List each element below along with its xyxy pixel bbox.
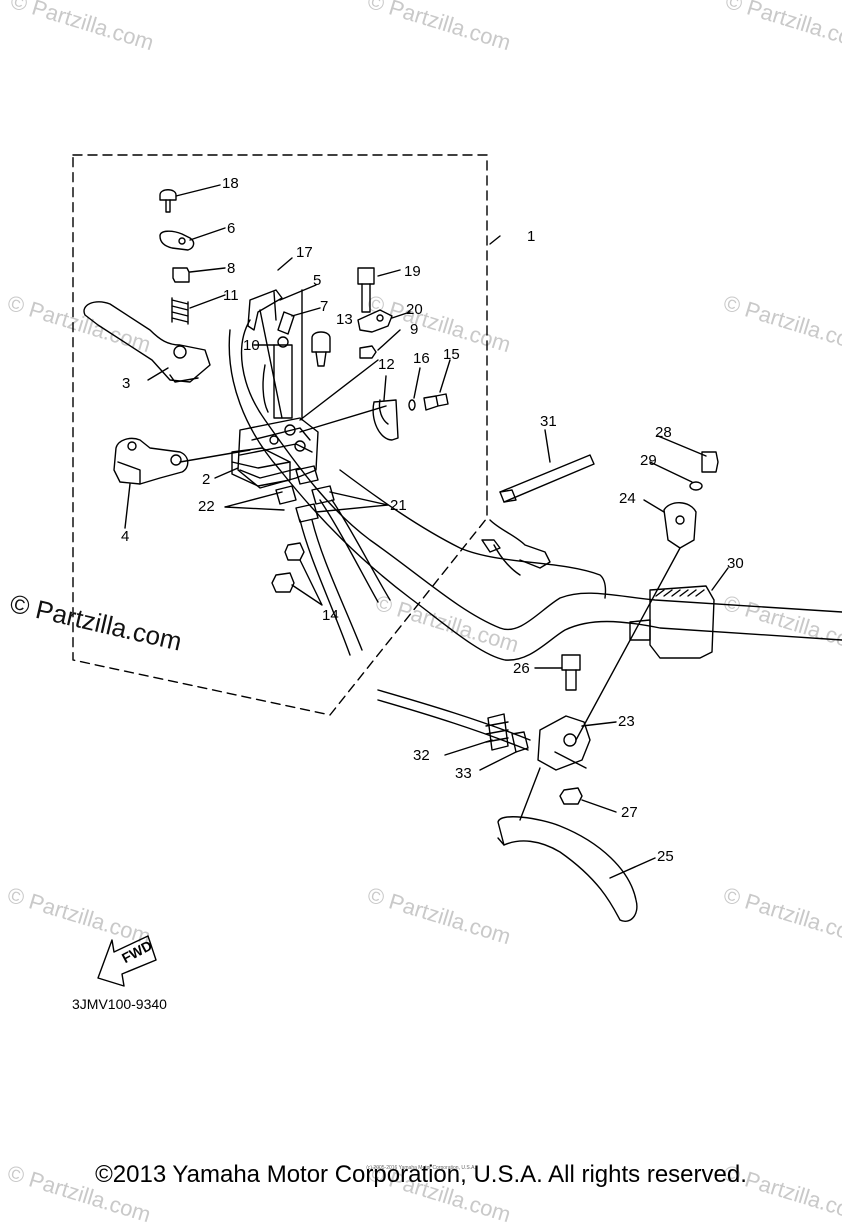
fine-print: (c) 2005-2016 Yamaha Motor Corporation, …	[366, 1165, 476, 1171]
callout-25: 25	[657, 848, 674, 865]
callout-16: 16	[413, 350, 430, 367]
callout-13: 13	[336, 311, 353, 328]
fwd-arrow	[97, 935, 157, 987]
callout-3: 3	[122, 375, 131, 392]
pin-10	[273, 344, 293, 419]
callout-14: 14	[322, 607, 339, 624]
callout-21: 21	[390, 497, 407, 514]
callout-12: 12	[378, 356, 395, 373]
callout-17: 17	[296, 244, 313, 261]
callout-5: 5	[313, 272, 322, 289]
copyright-footer: ©2013 Yamaha Motor Corporation, U.S.A. A…	[95, 1161, 747, 1188]
throttle-cable	[299, 519, 351, 656]
adjuster	[275, 485, 297, 505]
assembly-boundary	[72, 154, 488, 716]
handlebar	[240, 319, 842, 631]
callout-8: 8	[227, 260, 236, 277]
clip-5	[247, 289, 283, 331]
cable-band	[499, 454, 595, 503]
callout-27: 27	[621, 804, 638, 821]
callout-6: 6	[227, 220, 236, 237]
bolt-19	[357, 267, 375, 285]
diagram-code: 3JMV100-9340	[72, 996, 167, 1012]
nut-27	[559, 787, 583, 805]
holder-24	[663, 502, 697, 549]
callout-20: 20	[406, 301, 423, 318]
callout-15: 15	[443, 346, 460, 363]
screw-18	[159, 189, 177, 201]
pin-8	[172, 267, 190, 283]
pin-7	[277, 311, 295, 335]
callout-24: 24	[619, 490, 636, 507]
clutch-lever	[497, 816, 638, 922]
callout-28: 28	[655, 424, 672, 441]
callout-31: 31	[540, 413, 557, 430]
callout-2: 2	[202, 471, 211, 488]
nut-9	[359, 345, 377, 359]
washer-29	[689, 481, 703, 491]
callout-9: 9	[410, 321, 419, 338]
bolt-13	[311, 331, 331, 353]
master-cylinder-body	[237, 417, 319, 489]
adjuster-32	[487, 713, 509, 751]
spring	[171, 299, 189, 323]
lever-3	[83, 301, 211, 383]
callout-7: 7	[320, 298, 329, 315]
bracket-4	[113, 437, 189, 485]
callout-11: 11	[223, 287, 239, 304]
callout-32: 32	[413, 747, 430, 764]
washer-16	[408, 399, 416, 411]
callout-18: 18	[222, 175, 239, 192]
clamp-20	[357, 309, 393, 333]
bolt-26	[561, 654, 581, 671]
nut-14	[284, 542, 305, 561]
callout-1: 1	[527, 228, 536, 245]
callout-23: 23	[618, 713, 635, 730]
holder	[231, 447, 291, 487]
callout-33: 33	[455, 765, 472, 782]
callout-4: 4	[121, 528, 130, 545]
callout-30: 30	[727, 555, 744, 572]
callout-10: 10	[243, 337, 260, 354]
callout-29: 29	[640, 452, 657, 469]
throttle-grip	[649, 585, 715, 659]
bolt-15	[423, 393, 449, 411]
callout-22: 22	[198, 498, 215, 515]
parts-diagram	[72, 154, 842, 987]
nut-33	[511, 731, 529, 753]
clutch-cable	[377, 689, 531, 741]
plate-6	[159, 230, 195, 251]
connector	[489, 519, 551, 569]
callout-26: 26	[513, 660, 530, 677]
screw-28	[701, 451, 719, 473]
lever-bracket-23	[537, 715, 591, 771]
callout-19: 19	[404, 263, 421, 280]
